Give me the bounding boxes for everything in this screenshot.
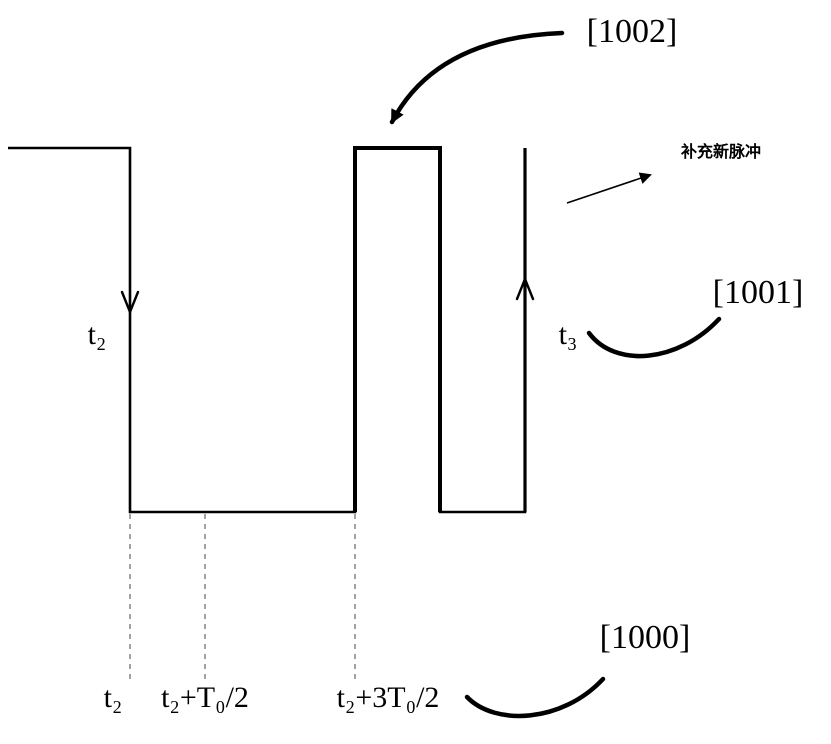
callout-curve-1001 [586,316,722,359]
annotation-pointer-arrow [566,172,652,204]
tick-label-t2-plus-half-T0: t₂+T₀/2 [161,681,249,714]
up-arrow-icon [515,275,535,301]
callout-curve-1000 [464,676,606,719]
supplement-pulse-outline [353,146,442,512]
ref-label-1001: [1001] [713,274,804,311]
ref-label-1000: [1000] [600,619,691,656]
tick-label-t2-plus-3half-T0: t₂+3T₀/2 [337,681,440,714]
tick-label-t2: t₂ [104,681,123,714]
pulse-waveform [8,146,527,514]
annotation-supplement-new-pulse: 补充新脉冲 [680,142,761,161]
edge-label-t3: t₃ [559,318,578,351]
ref-label-1002: [1002] [587,13,678,50]
edge-label-t2: t₂ [88,318,107,351]
callout-curve-1002-arrow [389,30,565,125]
down-arrow-icon [120,290,140,316]
